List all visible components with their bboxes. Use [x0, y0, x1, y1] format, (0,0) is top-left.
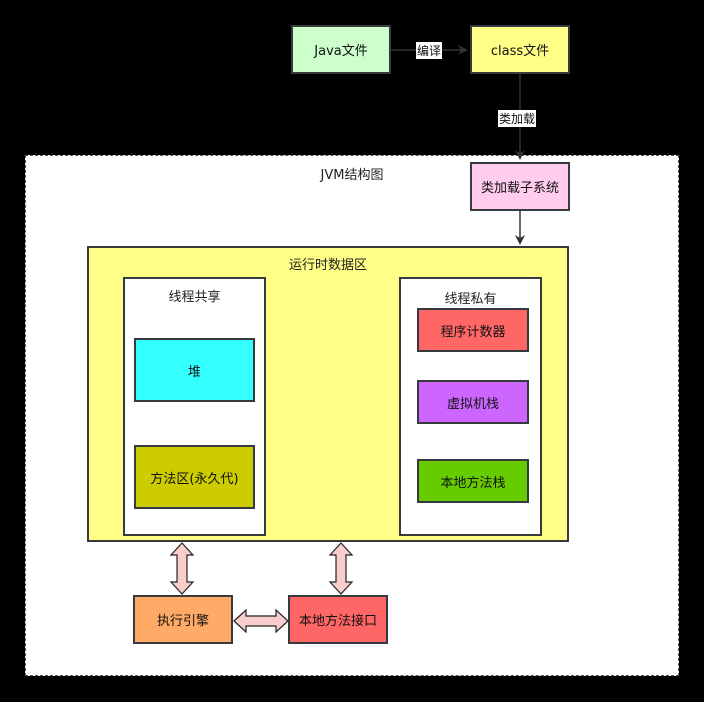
native-method-stack-node: 本地方法栈 — [417, 459, 529, 503]
thread-private-title: 线程私有 — [444, 292, 497, 307]
jvm-title: JVM结构图 — [320, 168, 384, 183]
thread-shared-title: 线程共享 — [168, 290, 221, 305]
java-file-node: Java文件 — [291, 25, 391, 74]
native-method-interface-node: 本地方法接口 — [288, 595, 388, 644]
runtime-native-interface-bidir-arrow — [328, 542, 354, 595]
classloader-subsystem-node: 类加载子系统 — [470, 162, 570, 211]
method-area-node: 方法区(永久代) — [134, 445, 255, 509]
class-load-label: 类加载 — [498, 110, 537, 127]
engine-native-interface-bidir-arrow — [233, 608, 289, 634]
compile-label: 编译 — [416, 42, 443, 59]
runtime-engine-bidir-arrow — [169, 542, 195, 595]
class-file-node: class文件 — [470, 25, 570, 74]
heap-node: 堆 — [134, 338, 255, 402]
execution-engine-node: 执行引擎 — [133, 595, 233, 644]
program-counter-node: 程序计数器 — [417, 308, 529, 352]
runtime-data-area-title: 运行时数据区 — [288, 258, 367, 273]
vm-stack-node: 虚拟机栈 — [417, 380, 529, 424]
